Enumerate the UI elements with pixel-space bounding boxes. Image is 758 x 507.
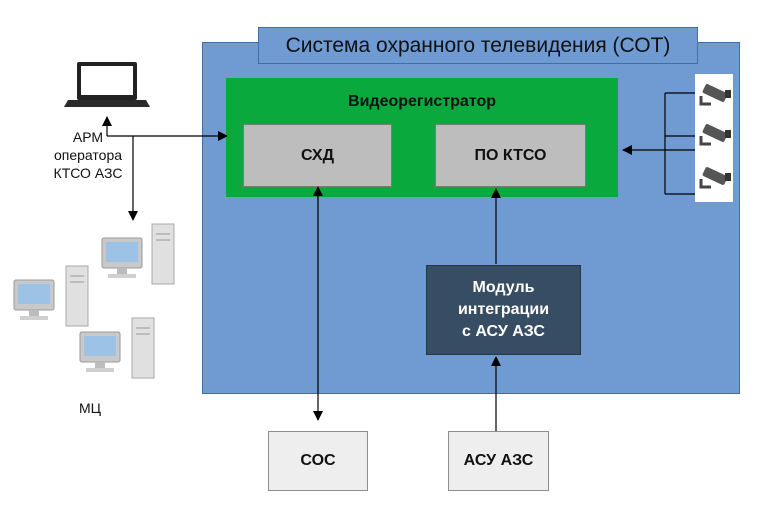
operator-storage-connector [102, 116, 228, 221]
desktop-computer-icon [79, 317, 155, 379]
integration-module-line-3: с АСУ АЗС [462, 323, 545, 340]
cctv-camera-icon [699, 84, 731, 106]
video-recorder-title: Видеорегистратор [348, 93, 496, 110]
sos-box: СОС [268, 431, 368, 491]
cctv-camera-icon [699, 167, 731, 189]
operator-workstation-label: АРМ оператора КТСО АЗС [40, 128, 136, 182]
integration-module-line-1: Модуль [472, 279, 535, 296]
sot-system-title: Система охранного телевидения (СОТ) [258, 27, 698, 64]
monitoring-center-label: МЦ [78, 400, 102, 416]
asu-azs-box: АСУ АЗС [448, 431, 549, 491]
integration-module-box: Модуль интеграции с АСУ АЗС [426, 265, 581, 355]
cctv-camera-icon [699, 124, 731, 146]
operator-label-line-1: АРМ [72, 129, 104, 145]
operator-label-line-2: оператора [53, 147, 123, 163]
desktop-computer-icon [13, 265, 89, 327]
integration-module-line-2: интеграции [457, 301, 550, 318]
laptop-icon [64, 62, 150, 107]
storage-box: СХД [243, 124, 392, 187]
cameras-to-software-connector [622, 92, 698, 195]
operator-label-line-3: КТСО АЗС [53, 165, 123, 181]
desktop-computer-icon [101, 223, 175, 285]
software-box: ПО КТСО [435, 124, 586, 187]
